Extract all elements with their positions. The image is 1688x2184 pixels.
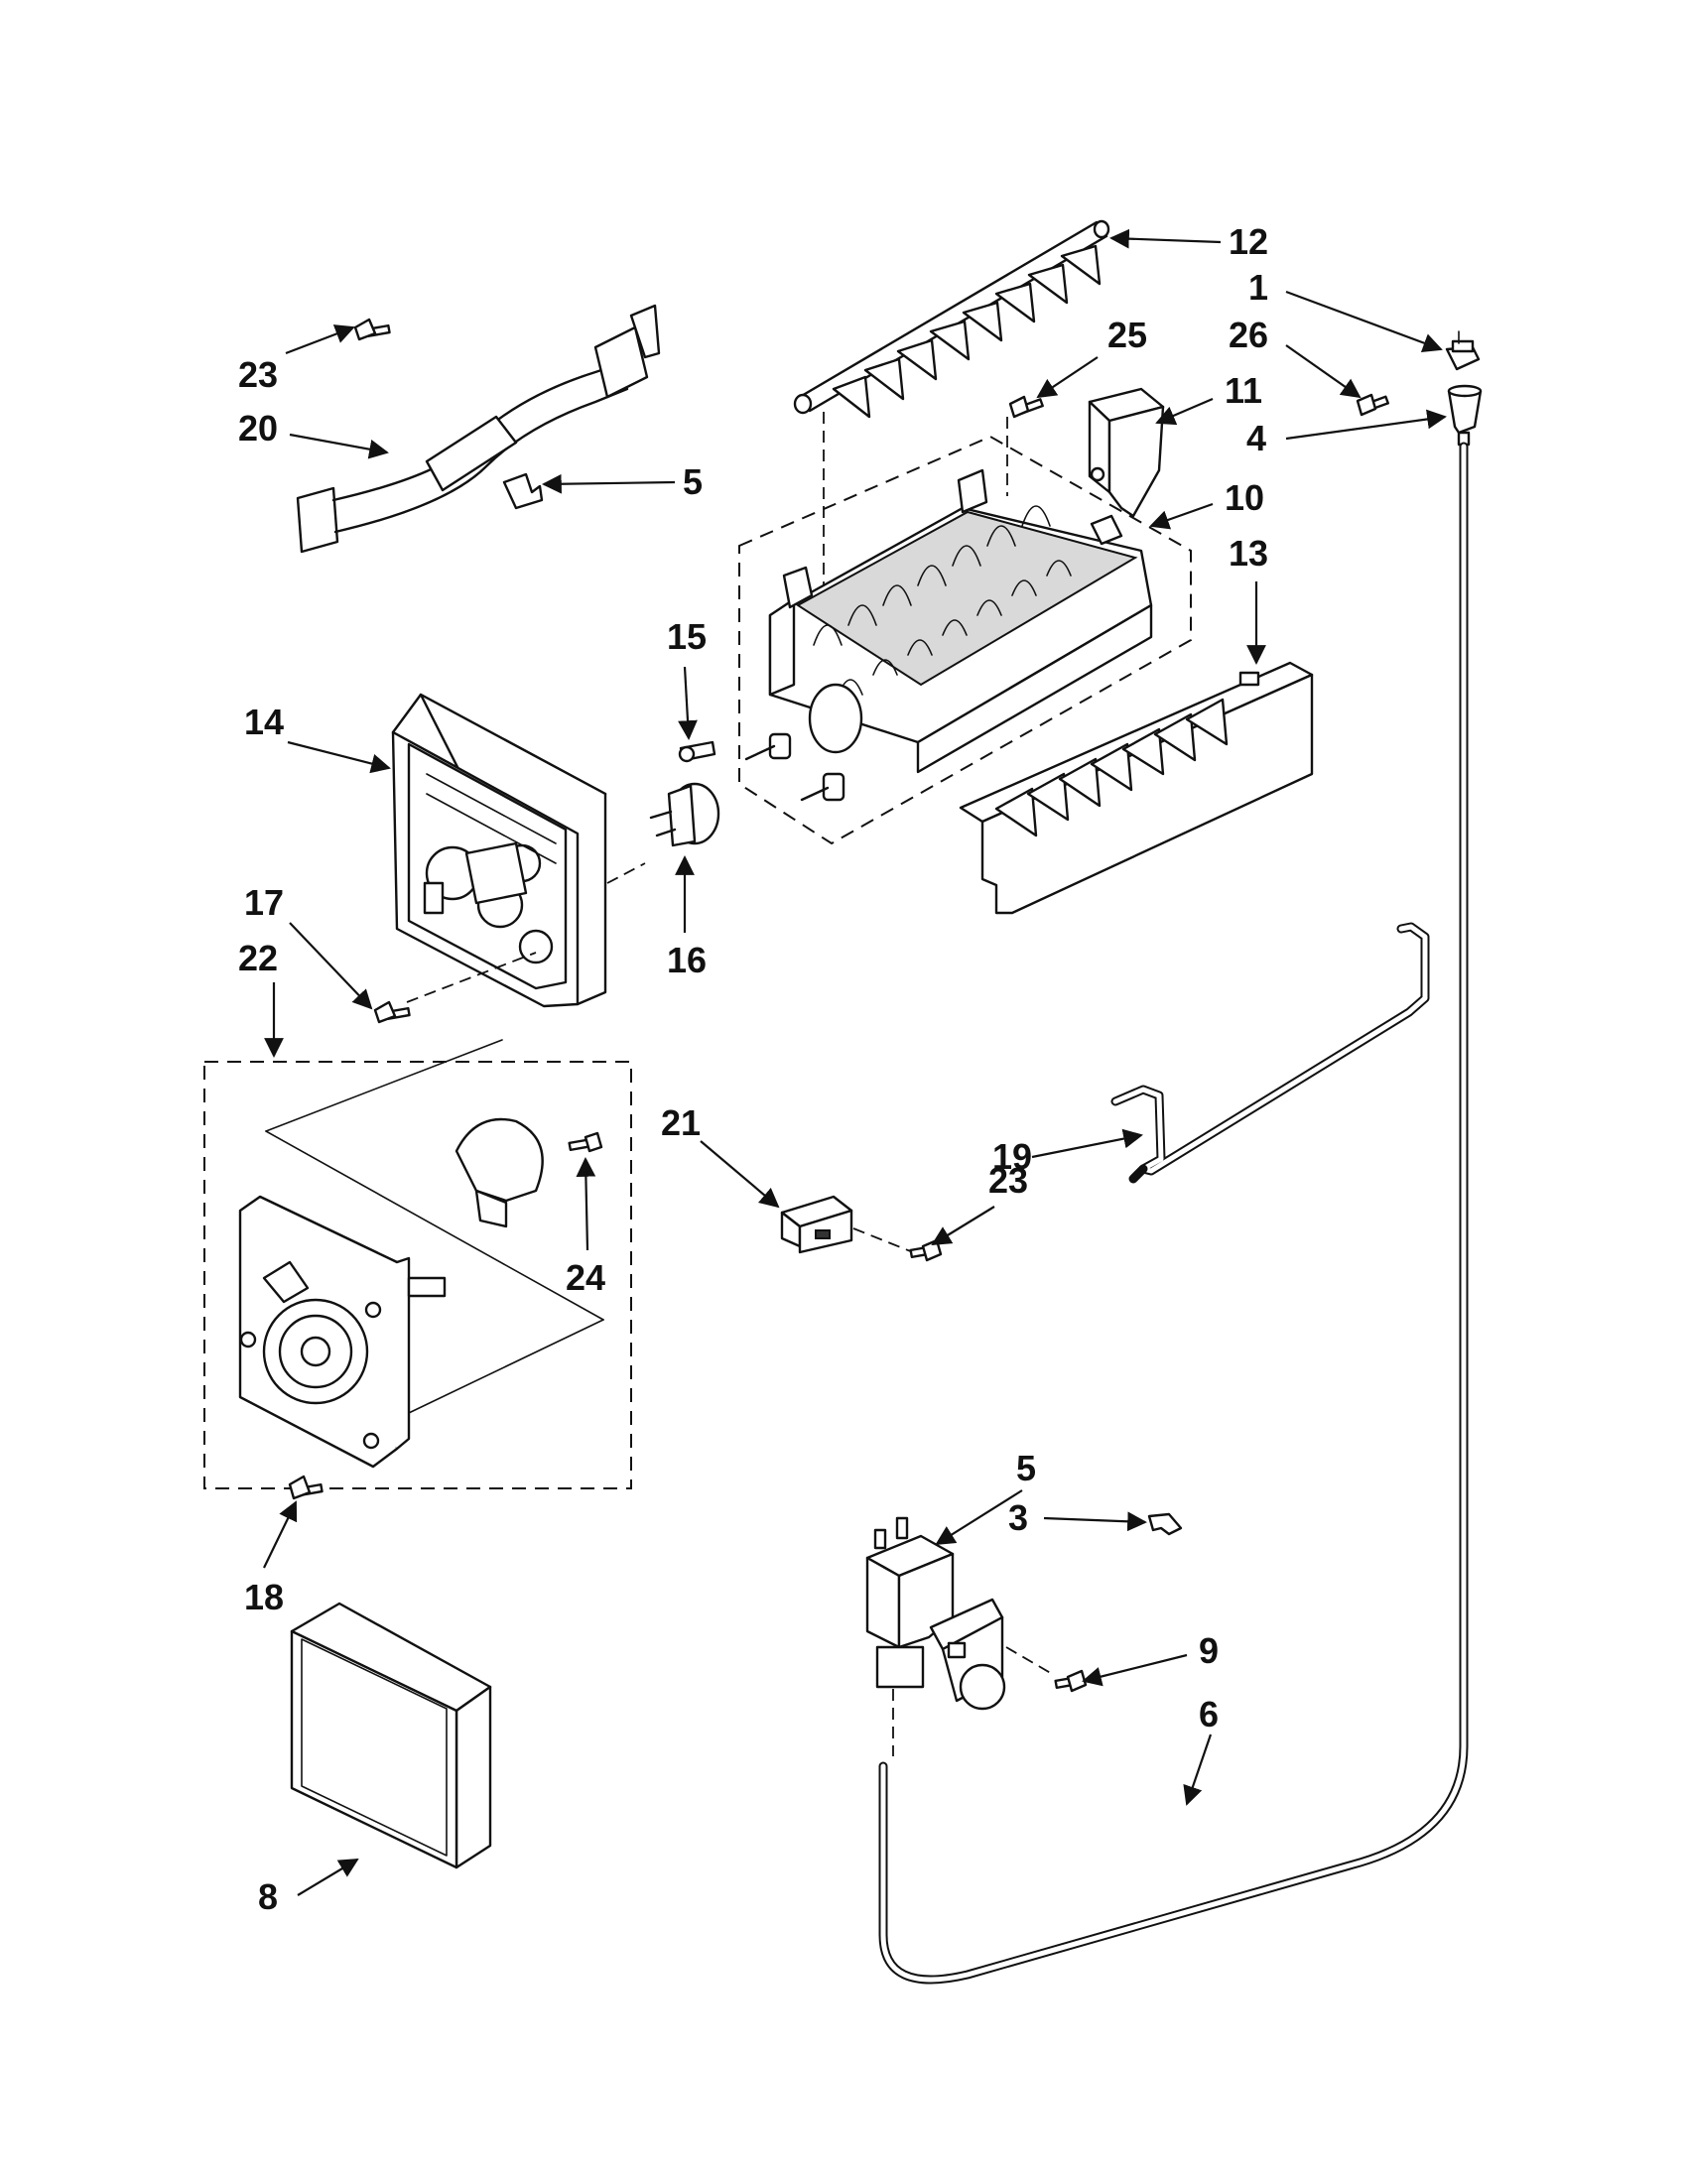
callout-5-lower: 5: [1016, 1448, 1036, 1488]
callout-25: 25: [1107, 315, 1147, 355]
screw-24: [568, 1131, 603, 1153]
callout-23-lower: 23: [988, 1160, 1028, 1201]
callout-6: 6: [1199, 1694, 1219, 1734]
callout-16: 16: [667, 940, 707, 980]
cover-panel: [290, 1602, 492, 1869]
screw-18: [288, 1475, 324, 1500]
callout-10: 10: [1225, 477, 1264, 518]
fill-cup-clamp: [1445, 330, 1481, 371]
callout-14: 14: [244, 702, 284, 742]
screw-9: [1054, 1669, 1088, 1693]
callout-12: 12: [1229, 221, 1268, 262]
callout-18: 18: [244, 1577, 284, 1617]
callout-17: 17: [244, 882, 284, 923]
callout-5-top: 5: [683, 461, 703, 502]
fill-cup-box: [1088, 387, 1165, 518]
wire-harness: [296, 304, 661, 554]
screw-25: [1006, 395, 1044, 496]
leader-lines: [263, 228, 1447, 1896]
callout-26: 26: [1229, 315, 1268, 355]
thermostat-clip-15: [678, 740, 716, 763]
callout-13: 13: [1229, 533, 1268, 574]
stripper: [959, 661, 1314, 915]
callout-23-top: 23: [238, 354, 278, 395]
screw-23-top: [353, 318, 391, 341]
fill-cup: [1447, 384, 1483, 447]
module-assembly: [203, 1039, 632, 1489]
callout-8: 8: [258, 1876, 278, 1917]
screw-26: [1356, 393, 1389, 417]
ejector-blade-assembly: [793, 219, 1110, 615]
callout-20: 20: [238, 408, 278, 449]
clip-5: [502, 472, 544, 510]
screw-17: [373, 952, 537, 1024]
callout-21: 21: [661, 1102, 701, 1143]
callout-22: 22: [238, 938, 278, 978]
callout-numbers: 12 1 26 4 25 11 10 13 23 20 5 15 14 16 1…: [238, 221, 1268, 1917]
callout-1: 1: [1248, 267, 1268, 308]
callout-24: 24: [566, 1257, 605, 1298]
thermostat-16: [649, 782, 720, 847]
clip-3: [1147, 1512, 1183, 1536]
ice-mold: [738, 435, 1192, 845]
callout-15: 15: [667, 616, 707, 657]
fill-tube: [878, 442, 1469, 1985]
heater-tube: [1110, 922, 1430, 1184]
callout-9: 9: [1199, 1630, 1219, 1671]
motor-housing: [391, 693, 646, 1008]
bracket-21: [780, 1195, 914, 1254]
callout-11: 11: [1225, 370, 1262, 411]
callout-4: 4: [1246, 418, 1266, 458]
callout-3: 3: [1008, 1497, 1028, 1538]
water-valve: [865, 1516, 1055, 1756]
callout-19: 19: [992, 1136, 1032, 1177]
